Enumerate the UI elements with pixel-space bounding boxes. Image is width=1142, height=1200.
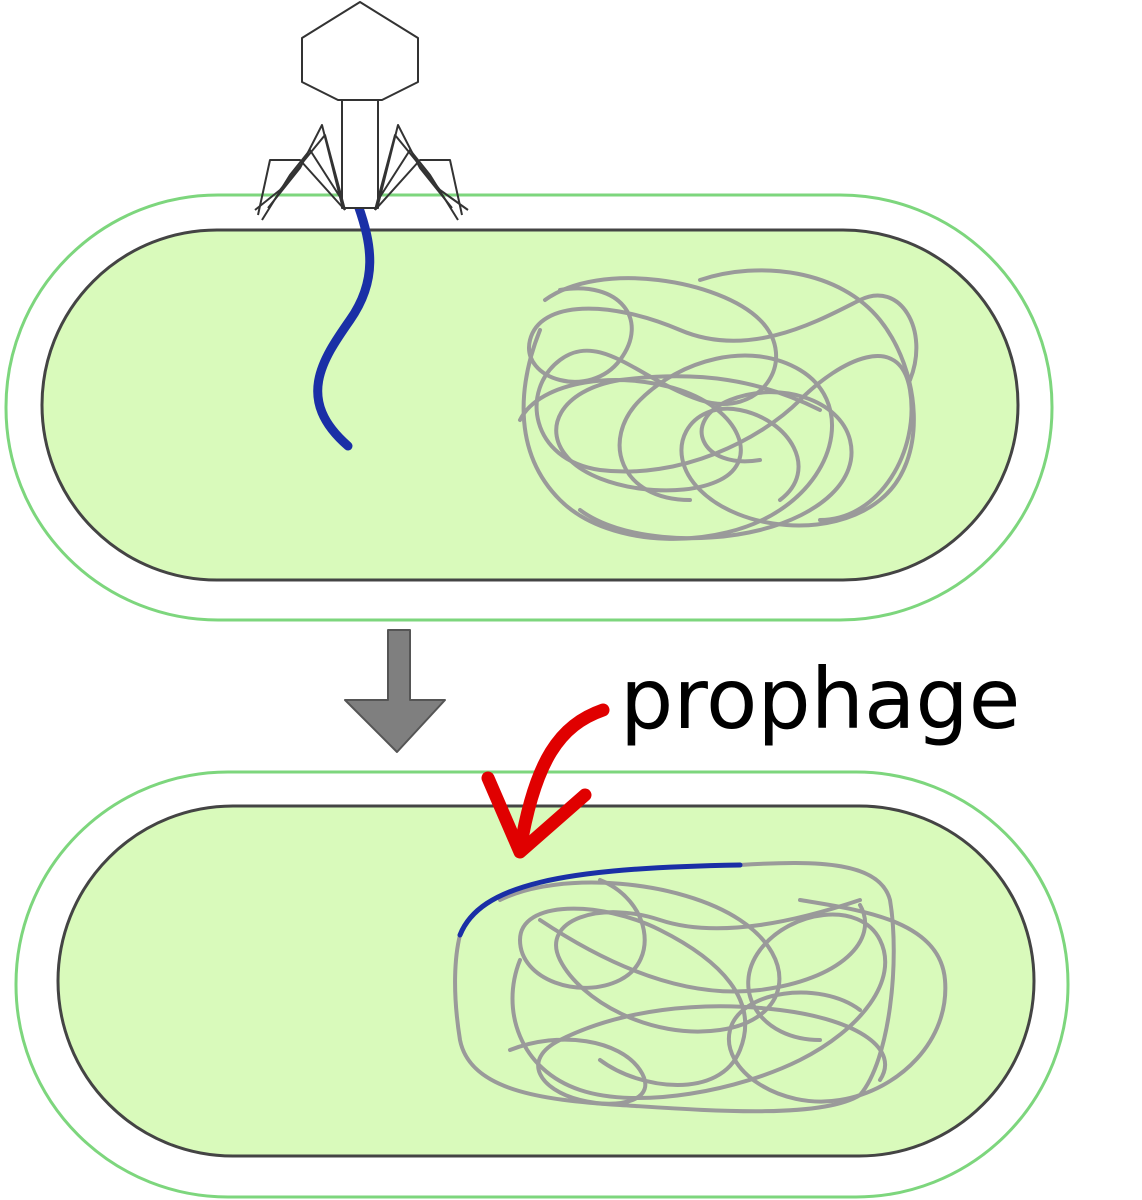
prophage-label: prophage xyxy=(620,650,1020,748)
prophage-label-group: prophage xyxy=(481,650,1020,859)
curved-arrow-icon xyxy=(513,703,610,857)
phage-tail xyxy=(341,99,379,209)
top-bacterium xyxy=(4,1,1054,622)
bottom-bacterium xyxy=(14,770,1070,1199)
injected-phage-dna xyxy=(313,200,375,451)
down-arrow-icon xyxy=(344,629,446,753)
top-bacterial-chromosome xyxy=(518,268,919,541)
bacteriophage-icon xyxy=(254,1,469,221)
prophage-dna xyxy=(457,862,743,938)
bottom-bacterial-chromosome xyxy=(453,861,948,1114)
phage-tail-fibers xyxy=(254,124,469,221)
phage-head xyxy=(301,1,419,101)
curved-arrow-head xyxy=(481,771,592,859)
bottom-cell-cytoplasm xyxy=(56,804,1036,1158)
